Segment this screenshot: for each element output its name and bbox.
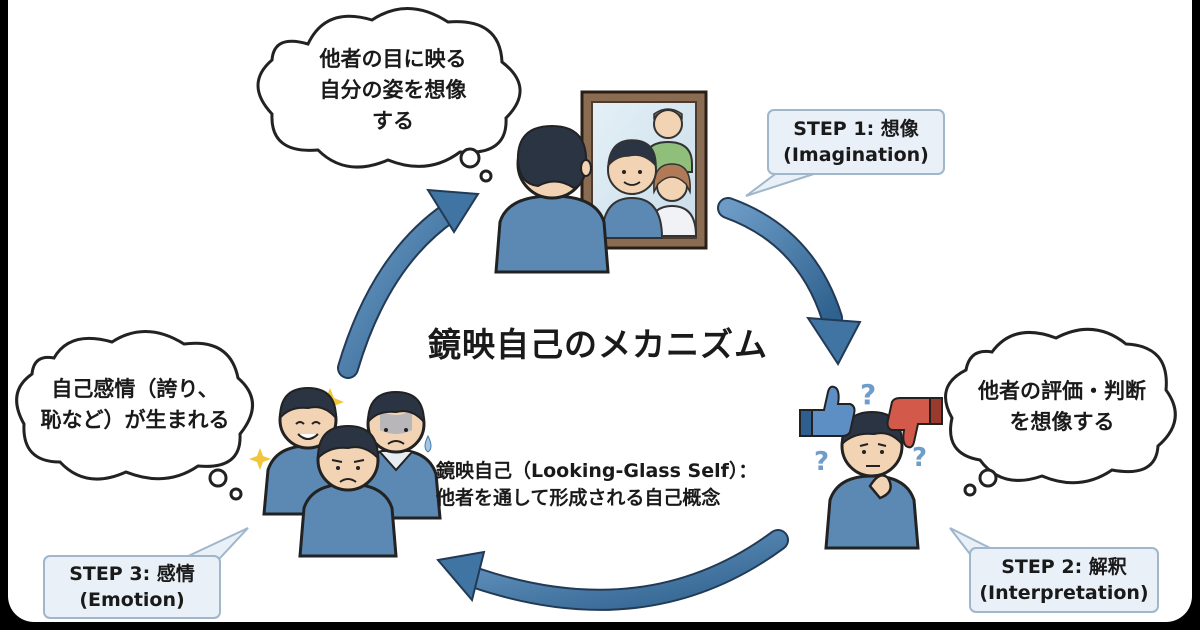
thought-text-emotion: 自己感情（誇り、 恥など）が生まれる [40, 377, 230, 432]
step3-label: STEP 3: 感情 (Emotion) [44, 561, 220, 613]
step2-term: (Interpretation) [979, 582, 1149, 604]
step3-title: STEP 3: 感情 [69, 563, 195, 585]
question-mark-icon: ? [912, 443, 927, 473]
person-back-view [494, 124, 610, 274]
step2-box [969, 547, 1159, 613]
definition-line-1: 鏡映自己（Looking-Glass Self）： [436, 460, 758, 482]
cycle-arrow-imagination-to-interpretation [717, 197, 862, 366]
step3-box-tail [183, 527, 249, 559]
thought-bubble-imagination [256, 7, 522, 183]
definition-line-2: 他者を通して形成される自己概念 [436, 487, 721, 509]
diagram-canvas: ? ? ? [8, 0, 1192, 622]
diagram-title: 鏡映自己のメカニズム [428, 325, 768, 364]
step2-label: STEP 2: 解釈 (Interpretation) [970, 554, 1158, 606]
diagram-art: ? ? ? [15, 7, 1177, 619]
step1-box [767, 109, 945, 175]
question-mark-icon: ? [814, 447, 829, 477]
step3-term: (Emotion) [79, 589, 185, 611]
thumbs-down-icon [886, 397, 943, 449]
mirror-reflection-self [600, 139, 664, 239]
step1-box-tail [745, 171, 821, 197]
cycle-arrow-emotion-to-imagination [337, 188, 480, 379]
sad-person [298, 424, 398, 558]
thought-text-imagination: 他者の目に映る 自分の姿を想像 する [319, 47, 467, 133]
thumbs-up-icon [799, 385, 856, 437]
cycle-arrow-interpretation-to-emotion [436, 529, 789, 611]
step1-label: STEP 1: 想像 (Imagination) [768, 116, 944, 168]
question-mark-icon: ? [860, 378, 876, 411]
mirror-woman [646, 163, 698, 237]
step1-term: (Imagination) [783, 144, 929, 166]
thought-text-interpretation: 他者の評価・判断 を想像する [978, 379, 1146, 434]
sparkle-icon [249, 448, 271, 470]
step3-box [43, 555, 221, 619]
step2-title: STEP 2: 解釈 [1001, 556, 1127, 578]
thought-bubble-emotion [15, 330, 254, 501]
step1-title: STEP 1: 想像 [793, 118, 919, 140]
definition-text: 鏡映自己（Looking-Glass Self）： 他者を通して形成される自己概… [436, 458, 776, 512]
thought-bubble-interpretation [944, 327, 1177, 497]
